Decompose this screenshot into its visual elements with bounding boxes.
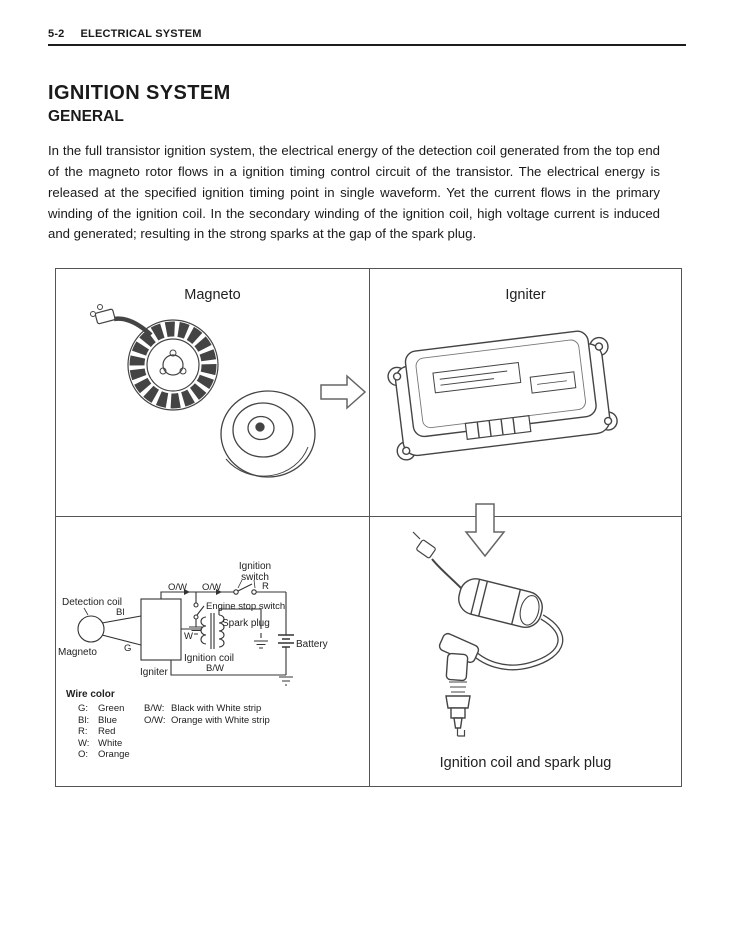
section-title: ELECTRICAL SYSTEM — [80, 28, 202, 40]
arrow-down-icon — [464, 503, 506, 558]
engine-stop-switch-label: Engine stop switch — [206, 601, 286, 612]
magneto-panel: Magneto — [56, 269, 369, 516]
wire-g-label: G — [124, 643, 132, 654]
wire-bw-label: B/W — [206, 663, 224, 674]
ignition-switch-label: Ignition switch — [238, 561, 272, 583]
page-number: 5-2 — [48, 28, 65, 40]
circuit-diagram — [77, 579, 294, 686]
coil-plug-caption: Ignition coil and spark plug — [439, 755, 612, 771]
magneto-illustration — [90, 304, 316, 478]
wire-ow2-label: O/W — [202, 582, 221, 593]
spark-plug-label: Spark plug — [222, 618, 270, 629]
legend-row: W:White — [78, 737, 123, 749]
wire-r-label: R — [262, 581, 269, 592]
circuit-magneto-label: Magneto — [58, 647, 97, 658]
legend-row: R:Red — [78, 726, 116, 738]
page-title: IGNITION SYSTEM — [48, 82, 231, 104]
legend-row: O:Orange — [78, 749, 130, 761]
circuit-igniter-label: Igniter — [140, 667, 168, 678]
igniter-illustration — [387, 330, 618, 461]
igniter-panel: Igniter — [370, 269, 681, 516]
ignition-coil-spark-plug-illustration — [412, 531, 564, 737]
detection-coil-label: Detection coil — [62, 597, 123, 608]
magneto-label: Magneto — [184, 287, 241, 303]
circuit-panel: Ignition switch O/W O/W R Engine stop sw… — [56, 517, 369, 786]
wire-w-label: W — [184, 631, 193, 642]
section-heading: GENERAL — [48, 108, 124, 125]
horizontal-divider — [56, 516, 681, 517]
page-header: 5-2 ELECTRICAL SYSTEM — [48, 28, 202, 40]
vertical-divider — [369, 269, 370, 786]
igniter-label: Igniter — [505, 287, 546, 303]
arrow-right-icon — [320, 374, 367, 410]
legend-title: Wire color — [66, 689, 115, 700]
wire-ow1-label: O/W — [168, 582, 187, 593]
wire-bl-label: Bl — [116, 607, 125, 618]
body-paragraph: In the full transistor ignition system, … — [48, 143, 660, 242]
battery-label: Battery — [296, 639, 328, 650]
header-rule — [48, 44, 686, 46]
coil-plug-panel: Ignition coil and spark plug — [370, 517, 681, 786]
figure-grid: Magneto Igniter — [55, 268, 682, 787]
ignition-coil-label: Ignition coil — [184, 653, 235, 664]
